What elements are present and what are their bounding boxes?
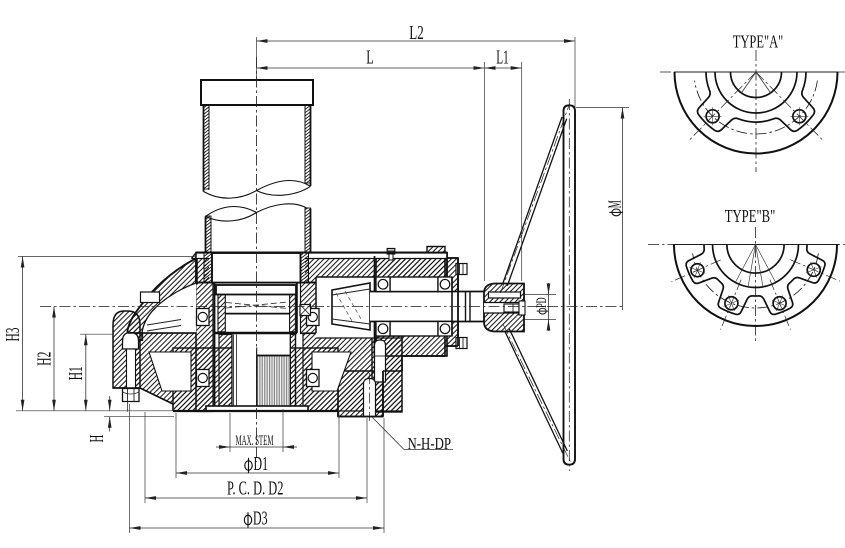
svg-text:PD: PD <box>534 297 550 308</box>
svg-text:L2: L2 <box>409 23 424 44</box>
svg-text:M: M <box>604 200 624 208</box>
svg-text:D3: D3 <box>253 509 268 530</box>
svg-text:H2: H2 <box>34 352 55 366</box>
svg-text:TYPE"B": TYPE"B" <box>725 206 776 226</box>
svg-text:H1: H1 <box>66 366 87 380</box>
svg-text:N-H-DP: N-H-DP <box>408 434 452 453</box>
svg-text:H3: H3 <box>3 328 24 342</box>
svg-text:L1: L1 <box>496 48 509 69</box>
svg-text:H: H <box>87 435 108 443</box>
svg-text:P. C. D. D2: P. C. D. D2 <box>227 479 284 500</box>
svg-text:MAX. STEM: MAX. STEM <box>236 433 274 449</box>
svg-text:TYPE"A": TYPE"A" <box>733 32 784 52</box>
svg-text:D1: D1 <box>254 454 269 475</box>
svg-text:L: L <box>366 48 374 69</box>
